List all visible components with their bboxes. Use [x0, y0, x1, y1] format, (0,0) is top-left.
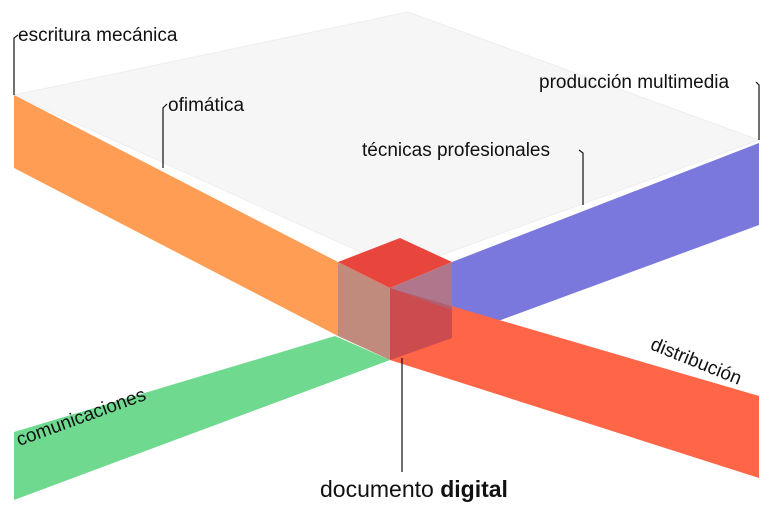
- leader-lines: [13, 34, 760, 472]
- title-prefix: documento: [320, 476, 434, 502]
- ofimatica-band: [14, 95, 338, 336]
- cube-overlap-red: [390, 288, 452, 360]
- escritura-leader: [13, 34, 19, 95]
- produccion-label: producción multimedia: [539, 72, 730, 93]
- escritura-label: escritura mecánica: [18, 25, 178, 46]
- cube-top-face: [338, 238, 452, 288]
- produccion-leader: [755, 81, 760, 140]
- distribucion-band: [390, 288, 759, 478]
- cube-left-face: [338, 262, 390, 360]
- tecnicas-leader: [578, 149, 584, 205]
- ofimatica-label: ofimática: [168, 95, 245, 116]
- comunicaciones-band: [14, 336, 390, 500]
- diagram-title: documento digital: [320, 478, 508, 501]
- tecnicas-label: técnicas profesionales: [362, 140, 550, 161]
- title-bold: digital: [440, 476, 508, 502]
- ofimatica-leader: [162, 103, 168, 168]
- produccion-band: [452, 143, 759, 338]
